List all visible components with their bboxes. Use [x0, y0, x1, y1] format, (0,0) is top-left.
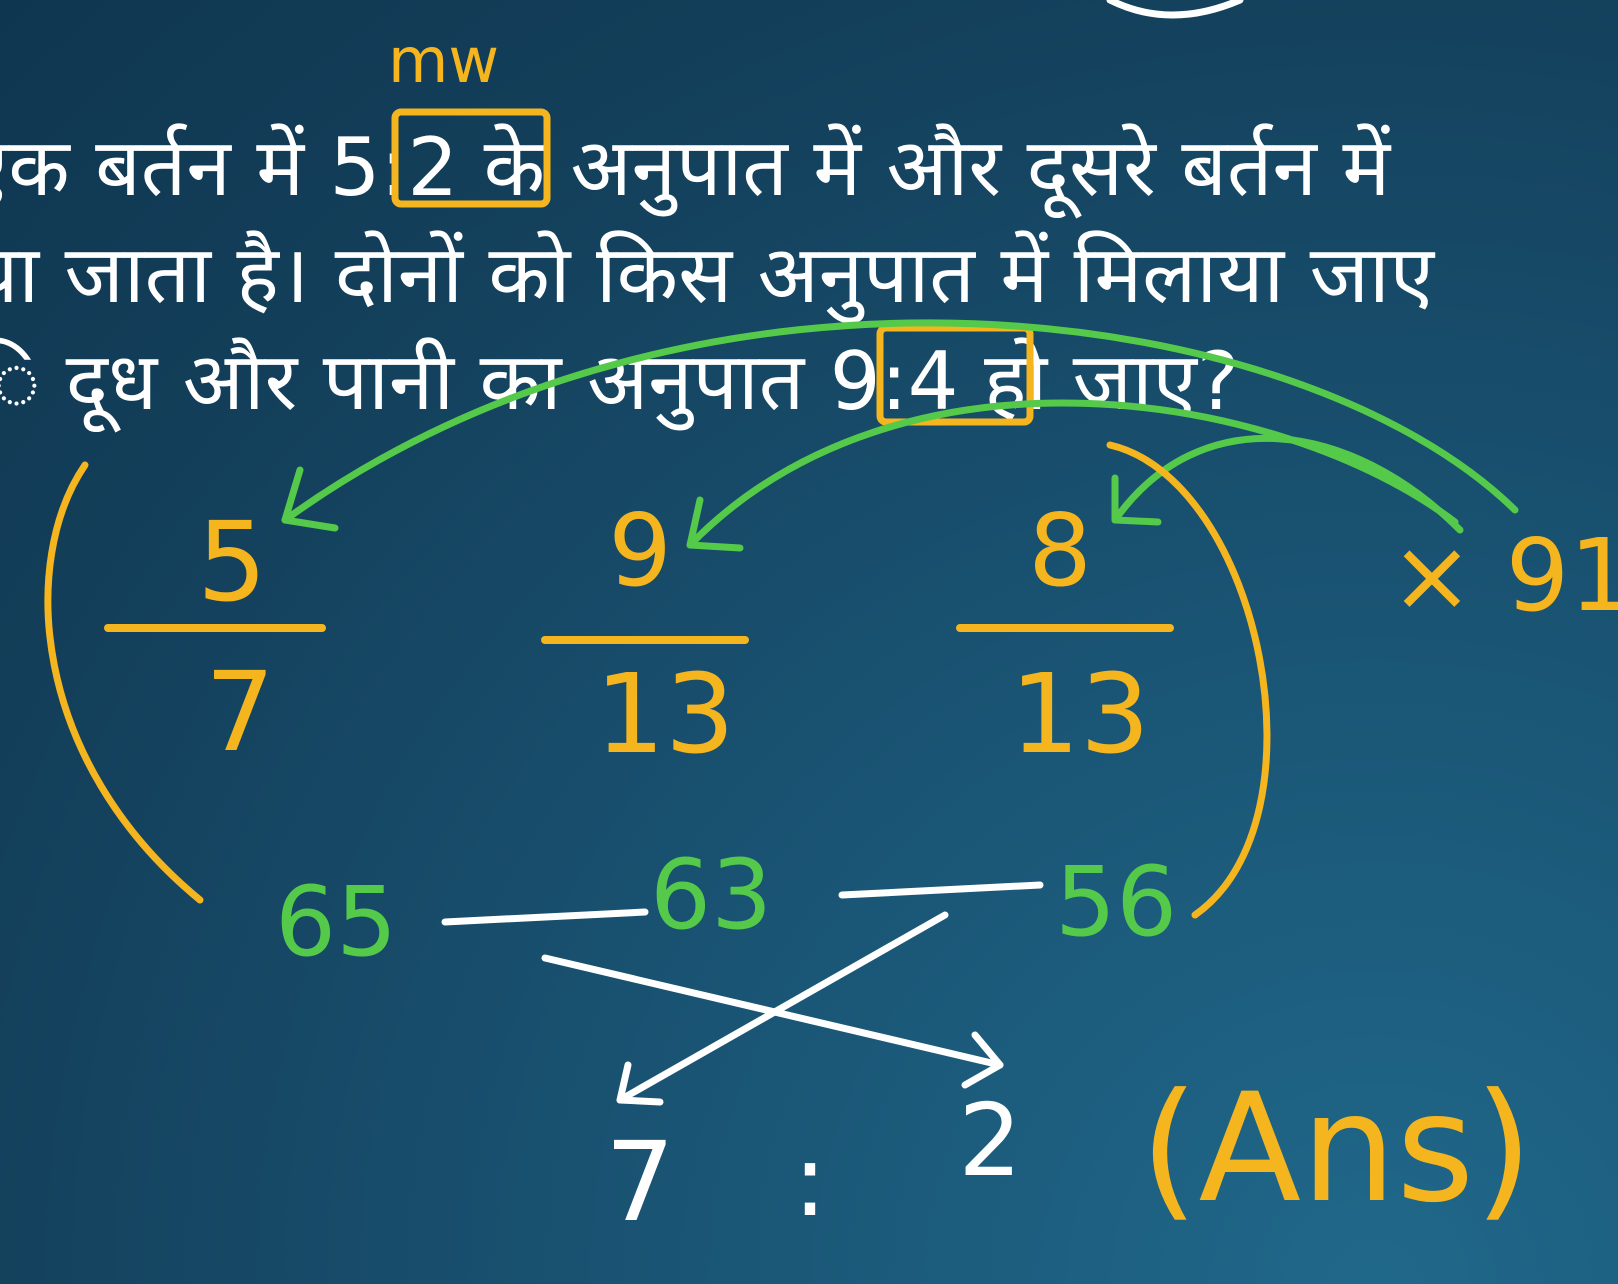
cross-arrow-right-head	[961, 1031, 1004, 1089]
question-line-2: या जाता है। दोनों को किस अनुपात में मिला…	[0, 228, 1434, 321]
answer-label: (Ans)	[1140, 1062, 1533, 1236]
arrow-to-frac1-head	[281, 466, 339, 532]
top-circle-stroke	[1106, 0, 1244, 19]
dash-left	[441, 908, 649, 926]
ratio-9-4-box	[876, 324, 1034, 426]
result-7: 7	[605, 1118, 675, 1246]
result-2: 2	[958, 1082, 1022, 1199]
value-63: 63	[650, 839, 772, 951]
result-separator: :	[793, 1122, 827, 1239]
arrow-to-frac3-head	[1111, 474, 1162, 526]
dash-right	[838, 881, 1044, 899]
left-bracket	[44, 461, 204, 904]
question-line-1: एक बर्तन में 5:2 के अनुपात में और दूसरे …	[0, 118, 1390, 218]
cross-arrow-left-head	[616, 1061, 664, 1106]
frac1-denominator: 7	[205, 648, 275, 776]
arrow-to-frac2	[686, 399, 1459, 549]
arrow-to-frac1	[281, 319, 1519, 524]
arrow-to-frac3	[1111, 434, 1464, 534]
cross-arrow-left	[616, 911, 949, 1104]
multiplier-label: × 91	[1390, 517, 1618, 634]
frac1-numerator: 5	[197, 498, 267, 626]
frac2-numerator: 9	[608, 492, 672, 609]
frac2-denominator: 13	[595, 650, 735, 778]
value-56: 56	[1055, 846, 1177, 958]
value-65: 65	[275, 866, 397, 978]
ratio-5-2-box	[391, 108, 551, 208]
right-bracket	[1106, 441, 1271, 919]
frac3-numerator: 8	[1028, 492, 1092, 609]
question-line-1-after: के अनुपात में और दूसरे बर्तन में	[458, 121, 1391, 214]
question-line-1-before: एक बर्तन में	[0, 121, 330, 214]
mw-label: mw	[388, 24, 499, 97]
frac3-denominator: 13	[1010, 650, 1150, 778]
arrow-to-frac2-head	[686, 496, 744, 552]
